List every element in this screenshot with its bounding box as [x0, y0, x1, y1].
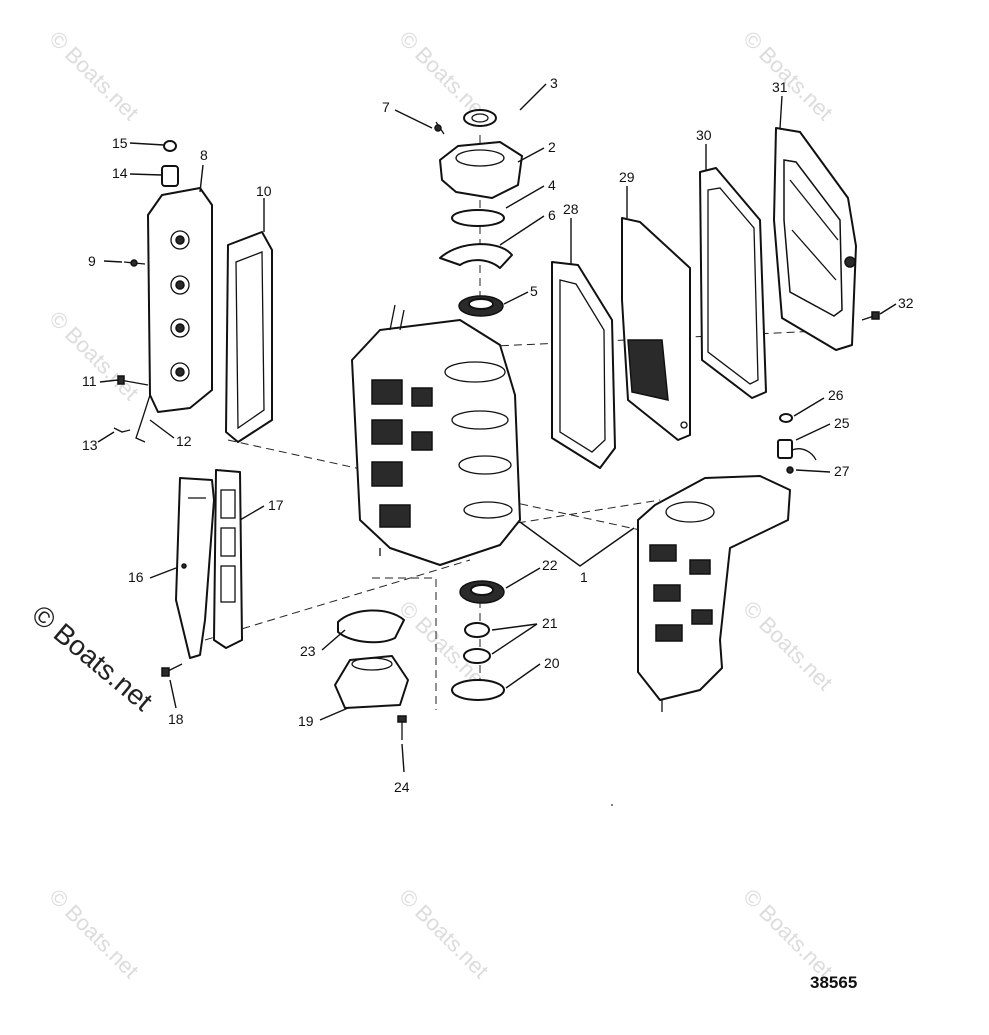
callout-29[interactable]: 29: [619, 169, 635, 185]
callout-15[interactable]: 15: [112, 135, 128, 151]
part-22-bearing[interactable]: [459, 580, 505, 604]
part-1-cylinder-block[interactable]: [351, 304, 521, 566]
callout-28[interactable]: 28: [563, 201, 579, 217]
part-24-screw[interactable]: [397, 715, 407, 740]
watermark: © Boats.net: [44, 306, 143, 405]
part-27-wire[interactable]: [786, 466, 794, 474]
callout-14[interactable]: 14: [112, 165, 128, 181]
part-17-gasket[interactable]: [213, 469, 243, 649]
part-15-nut[interactable]: [163, 140, 177, 152]
part-14-fitting[interactable]: [161, 165, 179, 187]
watermark: © Boats.net: [738, 884, 837, 983]
part-32-screw[interactable]: [861, 311, 880, 321]
part-30-gasket[interactable]: [699, 167, 767, 399]
callout-30[interactable]: 30: [696, 127, 712, 143]
callout-21[interactable]: 21: [542, 615, 558, 631]
part-8-head-cover[interactable]: [147, 187, 213, 413]
part-7-screw[interactable]: [434, 121, 445, 135]
part-21-seal-lower[interactable]: [463, 648, 491, 664]
callout-32[interactable]: 32: [898, 295, 914, 311]
part-28-gasket[interactable]: [551, 261, 616, 469]
callout-9[interactable]: 9: [88, 253, 96, 269]
callout-26[interactable]: 26: [828, 387, 844, 403]
callout-18[interactable]: 18: [168, 711, 184, 727]
callout-2[interactable]: 2: [548, 139, 556, 155]
callout-1[interactable]: 1: [580, 569, 588, 585]
part-13-wire[interactable]: [113, 427, 131, 433]
part-9-screw[interactable]: [123, 259, 146, 267]
watermark: © Boats.net: [738, 26, 837, 125]
part-18-screw[interactable]: [161, 663, 183, 677]
callout-25[interactable]: 25: [834, 415, 850, 431]
callout-20[interactable]: 20: [544, 655, 560, 671]
callout-16[interactable]: 16: [128, 569, 144, 585]
diagram-number: 38565: [810, 973, 857, 992]
watermark: © Boats.net: [44, 884, 143, 983]
part-29-plate[interactable]: [621, 217, 691, 441]
part-5-bearing[interactable]: [458, 295, 504, 317]
part-6-shim[interactable]: [439, 243, 513, 269]
callout-5[interactable]: 5: [530, 283, 538, 299]
callout-22[interactable]: 22: [542, 557, 558, 573]
stray-mark: [611, 804, 613, 806]
callout-11[interactable]: 11: [82, 373, 97, 389]
callout-12[interactable]: 12: [176, 433, 192, 449]
part-25-sensor[interactable]: [777, 439, 817, 461]
watermark-prominent: © Boats.net: [26, 599, 158, 717]
callout-17[interactable]: 17: [268, 497, 284, 513]
callout-24[interactable]: 24: [394, 779, 410, 795]
callout-27[interactable]: 27: [834, 463, 850, 479]
part-20-o-ring[interactable]: [451, 679, 505, 701]
part-19-bearing-housing[interactable]: [334, 655, 409, 709]
part-21-seal-upper[interactable]: [464, 622, 490, 638]
part-2-end-cap[interactable]: [439, 141, 523, 199]
watermark: © Boats.net: [44, 26, 143, 125]
leader-lines: [97, 83, 897, 773]
part-12-clip[interactable]: [135, 394, 151, 443]
part-26-nut[interactable]: [779, 413, 793, 423]
callout-13[interactable]: 13: [82, 437, 98, 453]
watermark: © Boats.net: [738, 596, 837, 695]
callout-7[interactable]: 7: [382, 99, 390, 115]
part-23-gasket[interactable]: [337, 609, 405, 644]
watermark: © Boats.net: [394, 884, 493, 983]
part-31-exhaust-cover[interactable]: [773, 127, 857, 351]
callout-4[interactable]: 4: [548, 177, 556, 193]
part-4-o-ring[interactable]: [451, 209, 505, 227]
part-16-plate[interactable]: [175, 477, 215, 659]
callout-19[interactable]: 19: [298, 713, 314, 729]
callout-3[interactable]: 3: [550, 75, 558, 91]
callout-numbers: 3 2 4 6 5 7 15 14 8 9 10 11 13 12 16 17 …: [82, 75, 914, 795]
callout-6[interactable]: 6: [548, 207, 556, 223]
part-3-seal[interactable]: [463, 109, 497, 127]
callout-8[interactable]: 8: [200, 147, 208, 163]
callout-23[interactable]: 23: [300, 643, 316, 659]
callout-10[interactable]: 10: [256, 183, 272, 199]
callout-31[interactable]: 31: [772, 79, 788, 95]
part-10-gasket[interactable]: [225, 231, 273, 443]
part-1-crankcase-cover[interactable]: [637, 475, 791, 712]
